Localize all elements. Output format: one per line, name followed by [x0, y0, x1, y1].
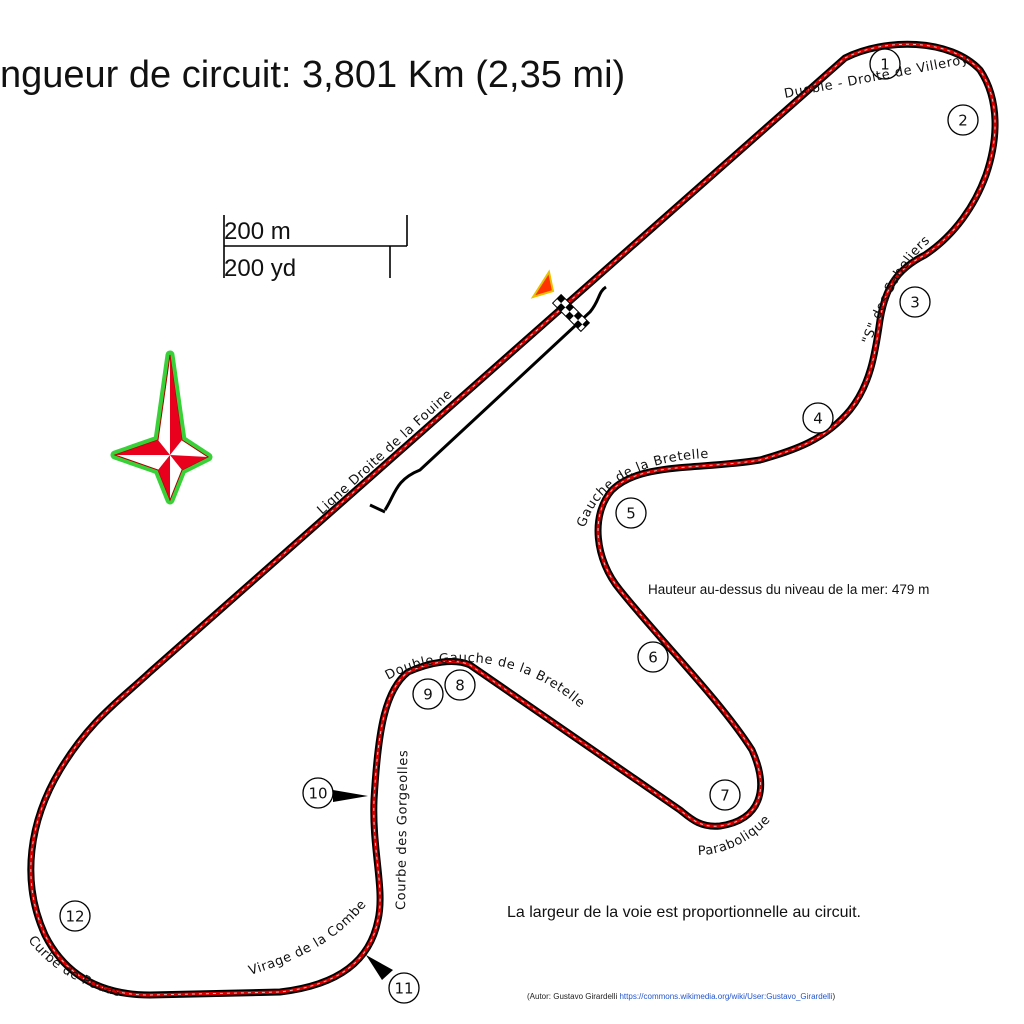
- svg-text:7: 7: [720, 787, 730, 805]
- turn-number: 11: [388, 972, 420, 1004]
- svg-text:8: 8: [455, 677, 465, 695]
- turn-number: 9: [412, 678, 444, 710]
- race-track: [31, 44, 995, 995]
- svg-text:4: 4: [813, 410, 823, 428]
- turn-10-marker: [333, 790, 368, 802]
- circuit-length-title: ngueur de circuit: 3,801 Km (2,35 mi): [0, 54, 625, 96]
- turn-number: 10: [302, 777, 334, 809]
- svg-text:6: 6: [648, 649, 658, 667]
- altitude-note: Hauteur au-dessus du niveau de la mer: 4…: [648, 582, 929, 597]
- start-flag-icon: [530, 269, 555, 299]
- svg-text:11: 11: [394, 980, 413, 998]
- scale-metric-label: 200 m: [224, 218, 291, 245]
- turn-number: 5: [615, 497, 647, 529]
- scale-imperial-label: 200 yd: [224, 255, 296, 282]
- turn-number: 2: [947, 104, 979, 136]
- turn-number-list: 1 2 3 4 5 6 7 8 9 10 11 12: [59, 48, 979, 1004]
- turn-number: 4: [802, 402, 834, 434]
- svg-text:3: 3: [910, 294, 920, 312]
- svg-text:5: 5: [626, 505, 636, 523]
- straight-name-fouine: Ligne Droite de la Fouine: [315, 387, 456, 518]
- lane-width-note: La largeur de la voie est proportionnell…: [507, 904, 861, 921]
- author-credit: (Autor: Gustavo Girardelli https://commo…: [527, 992, 835, 1001]
- turn-number: 7: [709, 779, 741, 811]
- turn-number: 6: [637, 641, 669, 673]
- turn-number: 8: [444, 669, 476, 701]
- scale-bar: 200 m 200 yd: [223, 215, 408, 282]
- pit-lane: [383, 285, 607, 511]
- corner-name-double-bretelle: Double Gauche de la Bretelle: [383, 651, 588, 712]
- turn-11-marker: [366, 955, 393, 980]
- checkered-finish-line-icon: [551, 293, 591, 333]
- corner-name-pouas: Curbe de Pouas: [25, 933, 123, 1000]
- turn-number: 1: [869, 48, 901, 80]
- turn-number: 3: [899, 286, 931, 318]
- corner-name-gorgeolles: Courbe des Gorgeolles: [394, 750, 411, 910]
- svg-text:9: 9: [423, 686, 433, 704]
- svg-text:1: 1: [880, 56, 890, 74]
- svg-text:2: 2: [958, 112, 968, 130]
- compass-rose-icon: [110, 350, 213, 505]
- svg-text:10: 10: [308, 785, 327, 803]
- turn-number: 12: [59, 900, 91, 932]
- author-link[interactable]: https://commons.wikimedia.org/wiki/User:…: [619, 992, 832, 1001]
- svg-text:12: 12: [65, 908, 84, 926]
